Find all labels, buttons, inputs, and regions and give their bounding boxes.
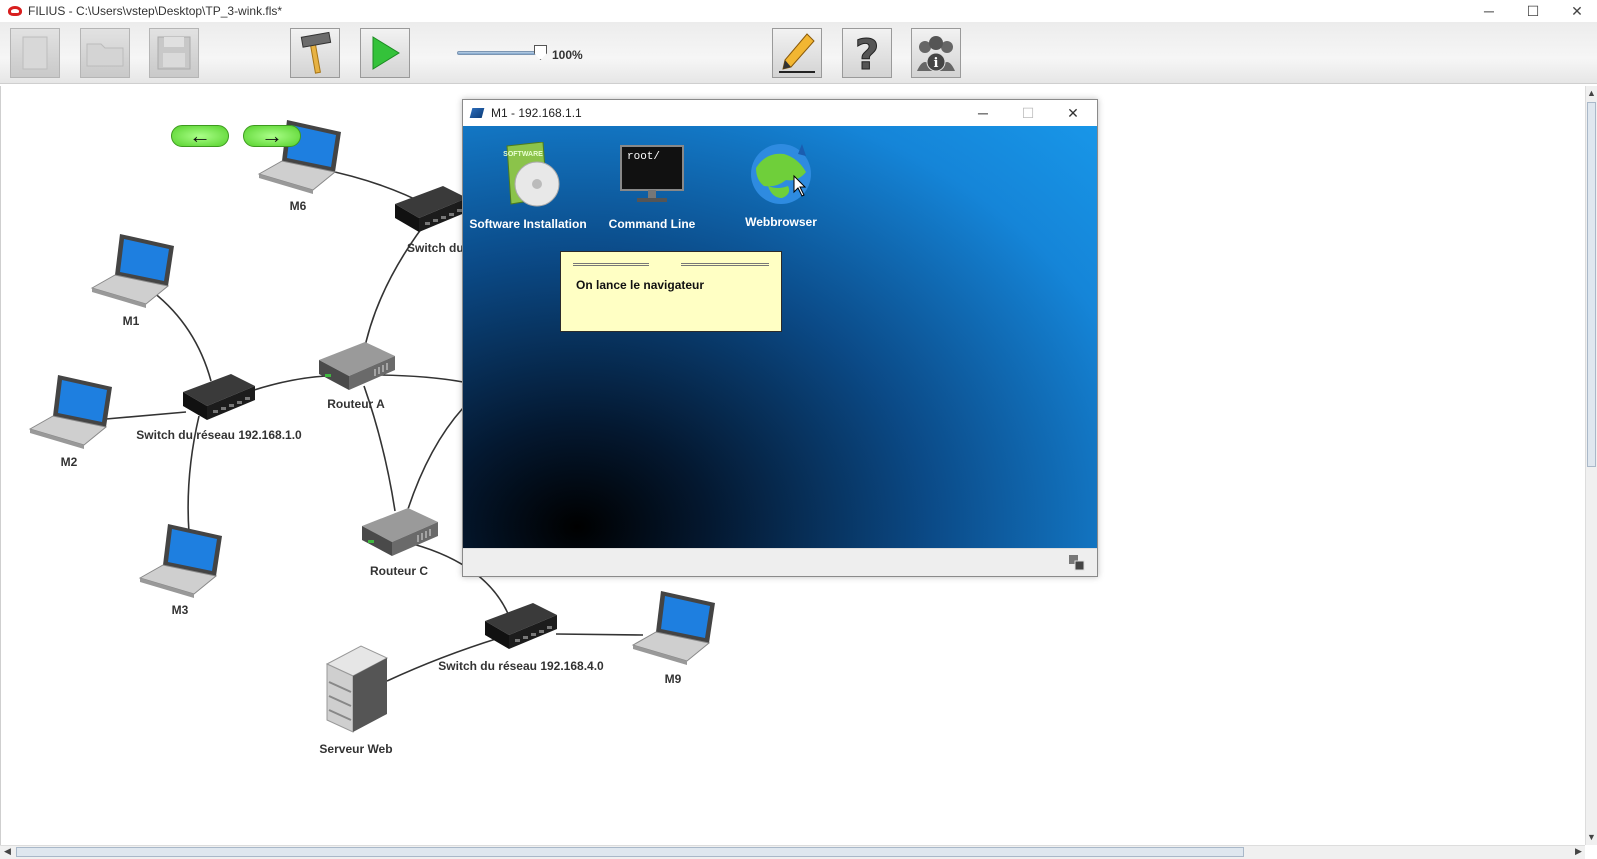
software-installation-app[interactable]: SOFTWARE Software Installation [463, 141, 593, 231]
terminal-icon: root/ [620, 145, 684, 202]
zoom-slider[interactable] [457, 51, 539, 55]
question-mark-icon: ? [854, 31, 879, 75]
cable-m2-sw1 [105, 411, 187, 420]
app-title-bar: FILIUS - C:\Users\vstep\Desktop\TP_3-win… [0, 0, 1597, 22]
forward-arrow-button[interactable]: → [243, 125, 301, 147]
software-box-text: SOFTWARE [503, 151, 543, 158]
terminal-prompt-text: root/ [627, 151, 660, 163]
filius-logo-icon [8, 6, 22, 16]
people-info-icon: i [917, 36, 955, 72]
node-label-router-c: Routeur C [370, 564, 428, 578]
host-window-title: M1 - 192.168.1.1 [491, 106, 582, 120]
webbrowser-label: Webbrowser [745, 215, 817, 229]
vertical-scrollbar-thumb[interactable] [1587, 102, 1596, 467]
software-installation-label: Software Installation [469, 217, 587, 231]
scroll-down-arrow-icon[interactable]: ▼ [1587, 832, 1596, 842]
webbrowser-app[interactable]: Webbrowser [716, 140, 846, 229]
annotation-note: On lance le navigateur [560, 251, 782, 332]
blank-page-icon [22, 36, 48, 70]
horizontal-scrollbar-thumb[interactable] [16, 847, 1244, 857]
design-mode-button[interactable] [290, 28, 340, 78]
switch-19[interactable] [393, 182, 469, 234]
node-label-switch-192-168-1-0: Switch du réseau 192.168.1.0 [136, 428, 302, 442]
new-file-button[interactable] [10, 28, 60, 78]
host-desktop-window: M1 - 192.168.1.1 ─ ☐ ✕ SOFTWARE Software… [462, 99, 1098, 577]
laptop-m2[interactable] [28, 371, 114, 453]
node-label-m2: M2 [60, 455, 78, 469]
globe-icon [751, 144, 811, 204]
host-minimize-button[interactable]: ─ [978, 105, 988, 121]
documentation-button[interactable] [772, 28, 822, 78]
command-line-label: Command Line [608, 217, 696, 231]
laptop-m9[interactable] [631, 587, 717, 669]
host-status-bar [463, 548, 1097, 576]
minimize-button[interactable]: ─ [1484, 3, 1494, 19]
svg-text:?: ? [855, 31, 879, 75]
cable-sw4-m9 [555, 633, 644, 636]
node-label-m6: M6 [289, 199, 307, 213]
zoom-slider-thumb[interactable] [534, 45, 547, 60]
scroll-left-arrow-icon[interactable]: ◀ [4, 846, 11, 856]
note-line-right [681, 263, 769, 266]
open-file-button[interactable] [80, 28, 130, 78]
host-window-title-bar[interactable]: M1 - 192.168.1.1 ─ ☐ ✕ [463, 100, 1097, 126]
laptop-m3[interactable] [138, 520, 224, 602]
main-toolbar: 100% ? i [0, 22, 1597, 84]
maximize-button[interactable]: ☐ [1526, 2, 1540, 19]
play-icon [372, 36, 400, 70]
node-label-m9: M9 [664, 672, 682, 686]
node-label-web-server: Serveur Web [319, 742, 393, 756]
router-c[interactable] [360, 502, 440, 558]
scroll-up-arrow-icon[interactable]: ▲ [1587, 88, 1596, 98]
resize-grip-icon[interactable] [1069, 555, 1085, 571]
cable-sw19-routerA [362, 215, 432, 357]
pencil-icon [779, 33, 815, 73]
node-label-switch-192-168-4-0: Switch du réseau 192.168.4.0 [438, 659, 604, 673]
info-button[interactable]: i [911, 28, 961, 78]
host-window-icon [469, 108, 485, 118]
simulation-mode-button[interactable] [360, 28, 410, 78]
annotation-note-text: On lance le navigateur [576, 278, 705, 292]
switch-192-168-4-0[interactable] [483, 599, 559, 651]
svg-text:i: i [934, 56, 939, 71]
help-button[interactable]: ? [842, 28, 892, 78]
software-cd-icon: SOFTWARE [503, 141, 560, 207]
save-file-button[interactable] [149, 28, 199, 78]
cable-m1-sw1 [152, 291, 212, 382]
node-label-m1: M1 [122, 314, 140, 328]
note-line-left [573, 263, 649, 266]
cable-routerC-right [407, 407, 464, 510]
cable-routerA-right [380, 374, 464, 383]
hammer-icon [300, 31, 332, 74]
host-maximize-button: ☐ [1021, 104, 1035, 121]
cable-routerA-routerC [363, 385, 396, 512]
scroll-right-arrow-icon[interactable]: ▶ [1575, 846, 1582, 856]
host-close-button[interactable]: ✕ [1067, 104, 1079, 121]
cable-m3-sw1 [187, 415, 200, 534]
back-arrow-button[interactable]: ← [171, 125, 229, 147]
router-a[interactable] [317, 336, 397, 392]
web-server[interactable] [321, 642, 391, 738]
window-title: FILIUS - C:\Users\vstep\Desktop\TP_3-win… [28, 4, 283, 18]
folder-icon [86, 43, 124, 67]
cable-web-sw4 [386, 637, 500, 682]
zoom-level: 100% [552, 48, 583, 62]
switch-192-168-1-0[interactable] [181, 370, 257, 422]
host-desktop: SOFTWARE Software Installation root/ Com… [463, 126, 1097, 548]
node-label-m3: M3 [171, 603, 189, 617]
laptop-m1[interactable] [90, 230, 176, 312]
close-button[interactable]: ✕ [1571, 2, 1583, 19]
node-label-router-a: Routeur A [327, 397, 385, 411]
floppy-disk-icon [157, 36, 191, 70]
command-line-app[interactable]: root/ Command Line [587, 144, 717, 231]
cable-sw1-routerA [250, 375, 327, 392]
